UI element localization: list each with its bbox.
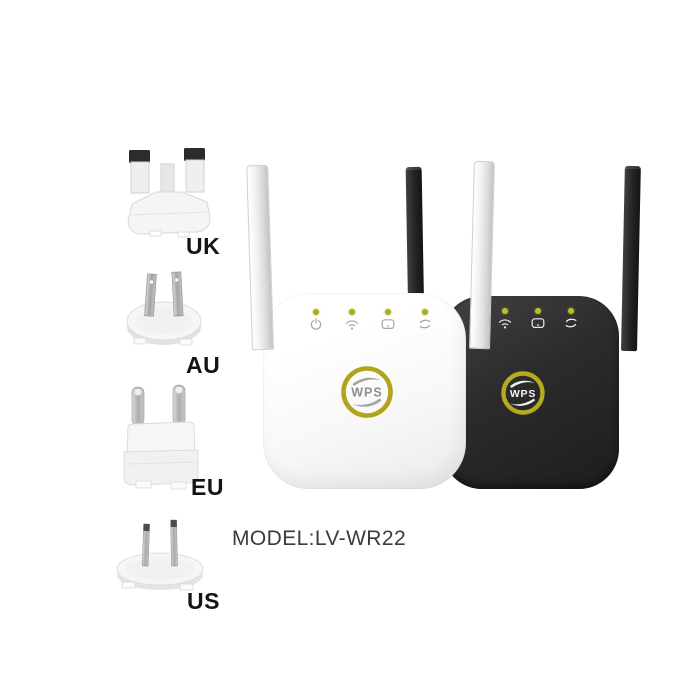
wps-button-label: WPS (351, 386, 382, 400)
model-number-label: MODEL:LV-WR22 (232, 527, 407, 550)
eu-plug-illustration (120, 384, 202, 494)
led-indicator (535, 308, 541, 314)
wifi-icon (345, 318, 359, 330)
uk-plug-illustration (120, 147, 218, 239)
led-indicator (502, 308, 508, 314)
wifi-icon (498, 317, 512, 329)
device-icon (531, 317, 545, 329)
led-device (531, 308, 545, 329)
led-indicator (385, 309, 392, 315)
led-device (381, 309, 395, 330)
led-repeat (564, 308, 578, 329)
black-repeater-wps-button: WPS (499, 369, 547, 417)
uk-plug-label: UK (186, 233, 221, 259)
wps-arrow-top-icon (510, 380, 535, 388)
us-plug-label: US (187, 588, 220, 614)
led-indicator (313, 309, 319, 315)
led-power (310, 309, 322, 330)
black-repeater-led-row (498, 308, 578, 329)
led-repeat (418, 309, 432, 330)
black-repeater-left-antenna (405, 166, 424, 304)
us-plug-illustration (114, 518, 206, 594)
eu-plug-label: EU (191, 474, 224, 500)
led-indicator (421, 309, 428, 315)
wps-arrow-bottom-icon (352, 398, 382, 407)
led-wifi (345, 309, 359, 330)
white-repeater-body: WPS (263, 293, 466, 489)
power-icon (310, 318, 322, 330)
device-icon (381, 318, 395, 330)
led-wifi (498, 308, 512, 329)
white-repeater-wps-button: WPS (339, 364, 395, 420)
uk-plug-prong-tip (184, 148, 205, 161)
uk-plug-prong-tip (129, 150, 150, 163)
black-repeater-body: WPS (442, 296, 619, 489)
white-repeater-left-antenna (246, 164, 274, 351)
wps-button-label: WPS (510, 388, 536, 400)
led-indicator (348, 309, 355, 315)
wps-arrow-top-icon (352, 377, 382, 386)
wps-arrow-bottom-icon (510, 398, 535, 406)
repeat-icon (564, 317, 578, 329)
white-repeater-led-row (310, 309, 432, 330)
au-plug-label: AU (186, 352, 221, 378)
black-repeater-right-antenna (621, 165, 641, 352)
repeat-icon (418, 318, 432, 330)
led-indicator (568, 308, 574, 314)
au-plug-illustration (125, 270, 205, 350)
